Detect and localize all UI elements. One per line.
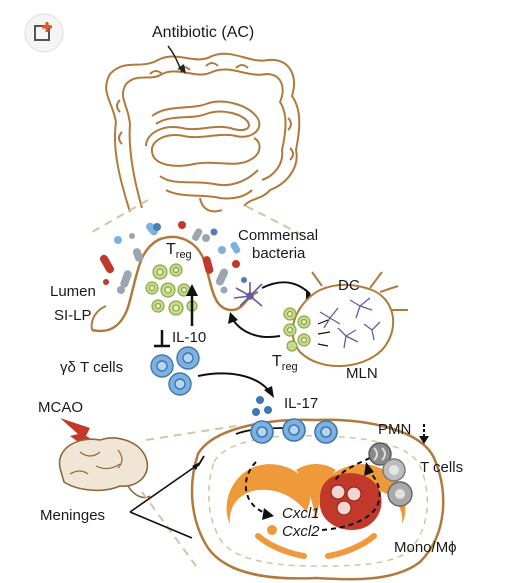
- lumen-label: Lumen: [50, 283, 96, 300]
- mesenteric-lymph-node: [283, 271, 408, 367]
- meningeal-gd-tcells: [250, 418, 338, 444]
- t-cells-label: T cells: [420, 459, 463, 476]
- gd-tcells-label: γδ T cells: [60, 359, 123, 376]
- mln-label: MLN: [346, 365, 378, 382]
- dc-label: DC: [338, 277, 360, 294]
- il17-cytokine-dots: [252, 396, 272, 416]
- cxcl2-label: Cxcl2: [282, 523, 320, 540]
- brain-icon: [58, 437, 151, 499]
- cxcl-chemokine-dot: [267, 525, 277, 535]
- villus-lamina-propria: [90, 235, 259, 333]
- treg-label-villus: Treg: [166, 241, 192, 261]
- dendritic-cell-icon: [233, 282, 263, 307]
- cxcl1-label: Cxcl1: [282, 505, 320, 522]
- down-arrow-icon: [419, 424, 429, 444]
- mono-label: Mono/Mϕ: [394, 539, 457, 556]
- gd-tcell-cluster: [150, 346, 200, 396]
- app-badge-icon[interactable]: [24, 13, 64, 53]
- immune-cells-right: [368, 442, 413, 507]
- commensal-label-line1: Commensal: [238, 227, 318, 244]
- intestine-illustration: [105, 52, 301, 213]
- il17-label: IL-17: [284, 395, 318, 412]
- meninges-label: Meninges: [40, 507, 105, 524]
- antibiotic-label: Antibiotic (AC): [152, 24, 254, 41]
- pmn-label: PMN: [378, 421, 411, 438]
- treg-label-mln: Treg: [272, 353, 298, 373]
- si-lp-label: SI-LP: [54, 307, 92, 324]
- commensal-label-line2: bacteria: [252, 245, 306, 262]
- il10-label: IL-10: [172, 329, 206, 346]
- commensal-bacteria: [100, 221, 247, 294]
- lightning-bolt-icon: [60, 418, 108, 456]
- mcao-label: MCAO: [38, 399, 83, 416]
